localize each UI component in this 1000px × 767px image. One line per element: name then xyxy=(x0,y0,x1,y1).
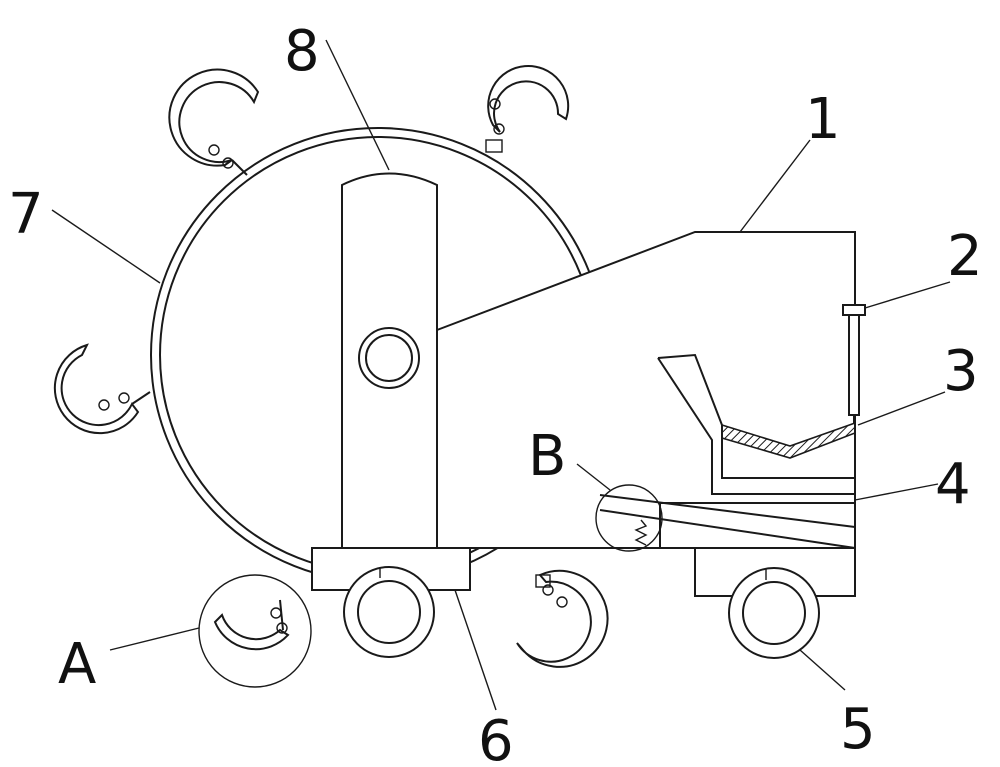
label-part-7: 7 xyxy=(8,182,44,247)
detail-b-circle xyxy=(595,484,663,552)
label-detail-b: B xyxy=(528,424,566,489)
front-wheel xyxy=(343,566,435,658)
label-part-3: 3 xyxy=(943,339,979,404)
probe-rod xyxy=(842,304,866,423)
detail-a-circle xyxy=(198,574,312,688)
label-part-1: 1 xyxy=(805,87,841,152)
hook-claw-lower-right xyxy=(516,569,609,668)
label-part-4: 4 xyxy=(935,452,971,517)
label-part-6: 6 xyxy=(478,709,514,767)
label-part-5: 5 xyxy=(840,697,876,762)
hook-claw-upper-left xyxy=(168,68,260,176)
vertical-column xyxy=(341,172,438,549)
slant-plate xyxy=(599,494,856,549)
rear-wheel xyxy=(728,567,820,659)
label-part-8: 8 xyxy=(284,19,320,84)
label-detail-a: A xyxy=(58,632,96,697)
hopper xyxy=(657,353,856,495)
hook-claw-left xyxy=(53,343,151,435)
hook-claw-upper-right xyxy=(485,64,570,153)
label-part-2: 2 xyxy=(947,224,983,289)
hook-claw-bottom-a xyxy=(213,599,290,651)
leader-lines xyxy=(51,39,951,711)
